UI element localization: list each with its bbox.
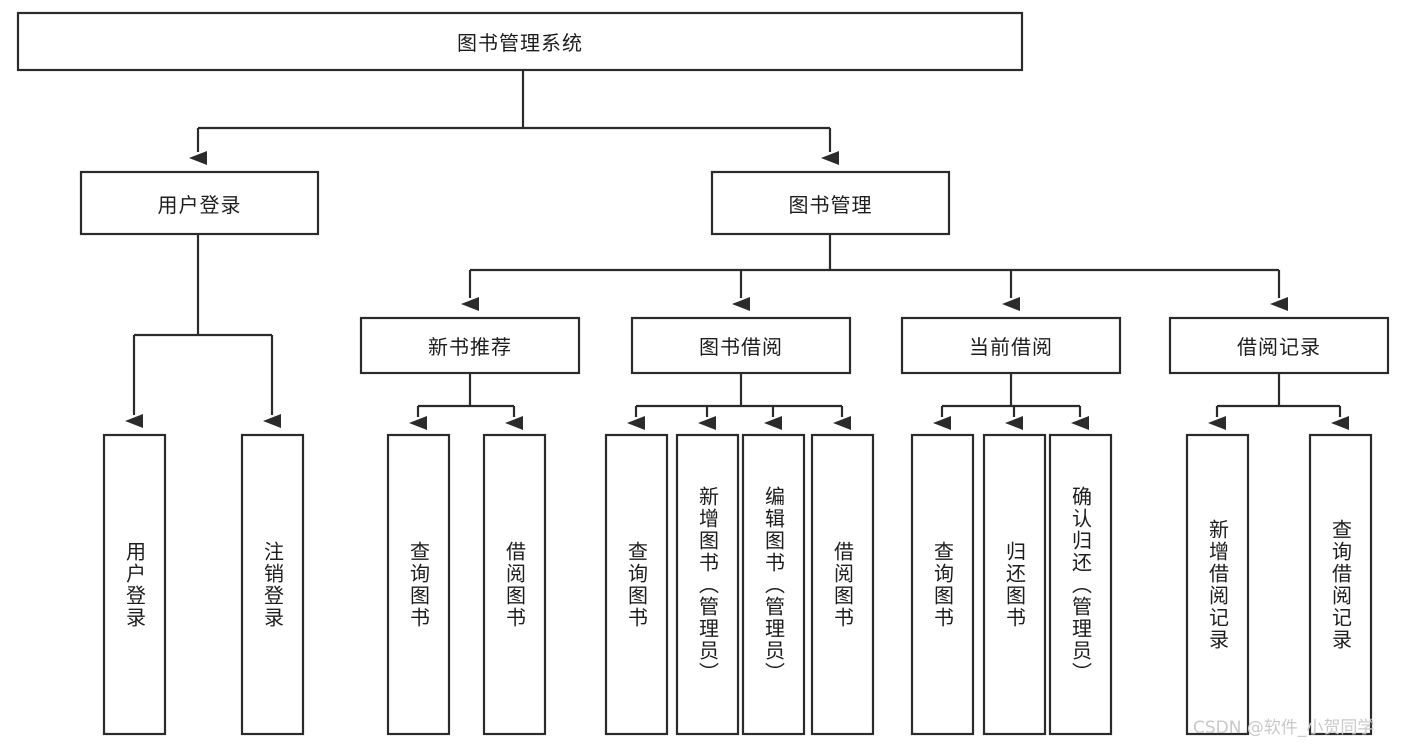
connector-root-to-level2: [189, 70, 839, 165]
node-box-leaf-12[interactable]: [1308, 433, 1373, 736]
node-box-level2-0[interactable]: [79, 170, 320, 236]
node-box-level2-1[interactable]: [710, 170, 951, 236]
node-box-leaf-7[interactable]: [810, 433, 875, 736]
connector-userlogin-to-leaves: [125, 234, 281, 428]
node-box-level3-0[interactable]: [359, 316, 581, 375]
connector-newbook-to-leaves: [409, 373, 523, 430]
node-box-leaf-11[interactable]: [1185, 433, 1250, 736]
node-box-leaf-0[interactable]: [102, 433, 167, 736]
connector-current-to-leaves: [933, 373, 1089, 430]
node-box-leaf-4[interactable]: [604, 433, 669, 736]
node-box-leaf-6[interactable]: [741, 433, 806, 736]
node-box-leaf-10[interactable]: [1048, 433, 1113, 736]
node-box-leaf-5[interactable]: [675, 433, 740, 736]
node-box-level3-3[interactable]: [1168, 316, 1390, 375]
node-box-leaf-8[interactable]: [910, 433, 975, 736]
node-box-level3-1[interactable]: [630, 316, 852, 375]
node-box-root[interactable]: [16, 11, 1024, 72]
connector-record-to-leaves: [1208, 373, 1349, 430]
node-box-leaf-3[interactable]: [482, 433, 547, 736]
connector-bookmgmt-to-level3: [461, 234, 1288, 311]
node-box-leaf-2[interactable]: [386, 433, 451, 736]
node-box-leaf-1[interactable]: [240, 433, 305, 736]
connector-borrow-to-leaves: [627, 373, 851, 430]
node-box-level3-2[interactable]: [900, 316, 1122, 375]
node-box-leaf-9[interactable]: [982, 433, 1047, 736]
